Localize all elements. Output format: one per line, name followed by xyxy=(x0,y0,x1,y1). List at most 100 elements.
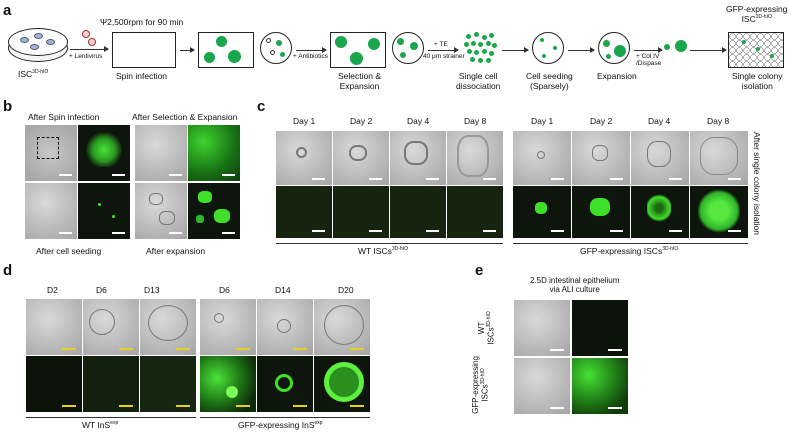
e-wt-bf xyxy=(514,300,570,356)
c-gfp-label: GFP-expressing ISCs3D-hIO xyxy=(580,246,679,256)
colony-well xyxy=(756,47,760,51)
arrow-3 xyxy=(296,47,327,53)
c-gfp-fl-day4 xyxy=(631,186,689,238)
cell-dot xyxy=(542,54,546,58)
c-wt-gfp-day1 xyxy=(276,186,332,238)
d-gfp-fl-d20 xyxy=(314,356,370,412)
colony-well xyxy=(742,40,746,44)
panel-a-schematic: ISC3D-hIO + Lentivirus Ψ2,500rpm for 90 … xyxy=(0,0,790,95)
c-gfp-bf-day1 xyxy=(513,131,571,185)
d-day-label: D13 xyxy=(144,285,160,295)
d-wt-fl-d6 xyxy=(83,356,139,412)
d-gfp-bf-d6 xyxy=(200,299,256,355)
panel-label-b: b xyxy=(3,98,13,115)
e-row2-label: GFP-expressing ISCs3D-hIO xyxy=(471,356,490,414)
d-day-label: D6 xyxy=(96,285,107,295)
colony-label: Single colony isolation xyxy=(732,71,783,91)
panel-e: 2.5D intestinal epithelium via ALI cultu… xyxy=(470,264,790,434)
c-wt-bf-day4 xyxy=(390,131,446,185)
b-gfp-seeding xyxy=(78,183,130,239)
arrow-8 xyxy=(690,47,727,53)
green-well xyxy=(335,36,347,48)
e-wt-gfp xyxy=(572,300,628,356)
arrow-1 xyxy=(70,46,109,52)
d-day-label: D20 xyxy=(338,285,354,295)
c-day-label: Day 1 xyxy=(531,116,554,126)
e-row1-label: WT ISCs3D-hIO xyxy=(477,311,496,345)
panel-d: D2 D6 D13 D6 D14 D20 WT InSexp xyxy=(0,264,470,434)
b-bottom-left-label: After cell seeding xyxy=(36,246,102,256)
cell-dot xyxy=(553,46,557,50)
d-gfp-label: GFP-expressing InSexp xyxy=(238,420,323,430)
d-wt-bf-d13 xyxy=(140,299,196,355)
d-wt-bf-d6 xyxy=(83,299,139,355)
b-brightfield-selection xyxy=(135,125,187,181)
e-title: 2.5D intestinal epithelium via ALI cultu… xyxy=(530,276,620,295)
c-day-label: Day 2 xyxy=(590,116,613,126)
b-top-left-label: After Spin infection xyxy=(28,112,100,122)
arrow-5 xyxy=(502,47,529,53)
arrow-6 xyxy=(568,47,595,53)
virus-icon xyxy=(82,30,98,46)
cell-dot xyxy=(400,52,406,58)
c-wt-bf-day2 xyxy=(333,131,389,185)
d-day-label: D2 xyxy=(47,285,58,295)
green-well xyxy=(204,52,215,63)
c-gfp-group-line xyxy=(513,243,748,244)
green-well xyxy=(368,38,380,50)
c-gfp-bf-day4 xyxy=(631,131,689,185)
colony-dot xyxy=(675,40,687,52)
c-wt-gfp-day8 xyxy=(447,186,503,238)
expansion-label: Expansion xyxy=(597,71,637,81)
b-brightfield-expansion xyxy=(135,183,187,239)
cell-dot xyxy=(280,52,285,57)
c-wt-label: WT ISCs3D-hIO xyxy=(358,246,408,256)
zoom-well xyxy=(260,32,292,64)
cell-dot xyxy=(603,40,610,47)
single-cell-label: Single cell dissociation xyxy=(456,71,501,91)
panel-label-d: d xyxy=(3,262,13,279)
b-gfp-selection xyxy=(188,125,240,181)
cell-dot xyxy=(540,38,544,42)
panel-label-a: a xyxy=(3,2,12,19)
d-gfp-bf-d20 xyxy=(314,299,370,355)
b-gfp-spin xyxy=(78,125,130,181)
panel-label-c: c xyxy=(257,98,266,115)
c-day-label: Day 4 xyxy=(648,116,671,126)
c-side-label: After single colony isolation xyxy=(752,132,762,236)
b-bottom-right-label: After expansion xyxy=(146,246,206,256)
b-brightfield-seeding xyxy=(25,183,77,239)
isc-label: ISC3D-hIO xyxy=(18,69,49,79)
colony-dot xyxy=(664,44,670,50)
cell-dot xyxy=(276,40,282,46)
seeding-well xyxy=(532,32,564,64)
colony-well xyxy=(770,54,774,58)
d-wt-bf-d2 xyxy=(26,299,82,355)
c-wt-gfp-day2 xyxy=(333,186,389,238)
d-day-label: D14 xyxy=(275,285,291,295)
c-wt-bf-day1 xyxy=(276,131,332,185)
antibiotics-label: + Antibiotics xyxy=(293,53,328,60)
spin-infection-label: Spin infection xyxy=(116,71,168,81)
green-well xyxy=(228,50,241,63)
c-day-label: Day 8 xyxy=(464,116,487,126)
b-top-right-label: After Selection & Expansion xyxy=(132,112,238,122)
cell-dot xyxy=(614,45,626,57)
single-cells-cluster xyxy=(462,30,498,66)
green-well xyxy=(350,52,363,65)
d-wt-fl-d13 xyxy=(140,356,196,412)
panel-label-e: e xyxy=(475,262,484,279)
e-gfp-bf xyxy=(514,358,570,414)
d-day-label: D6 xyxy=(219,285,230,295)
c-wt-group-line xyxy=(276,243,503,244)
seeding-label: Cell seeding (Sparsely) xyxy=(526,71,573,91)
d-wt-label: WT InSexp xyxy=(82,420,119,430)
c-day-label: Day 2 xyxy=(350,116,373,126)
expansion-well xyxy=(598,32,630,64)
spin-condition: Ψ2,500rpm for 90 min xyxy=(100,17,184,27)
cell-dot xyxy=(397,38,404,45)
cell-dot xyxy=(270,50,275,55)
e-gfp-gfp xyxy=(572,358,628,414)
cell-dot xyxy=(266,38,271,43)
d-gfp-group-line xyxy=(200,417,370,418)
